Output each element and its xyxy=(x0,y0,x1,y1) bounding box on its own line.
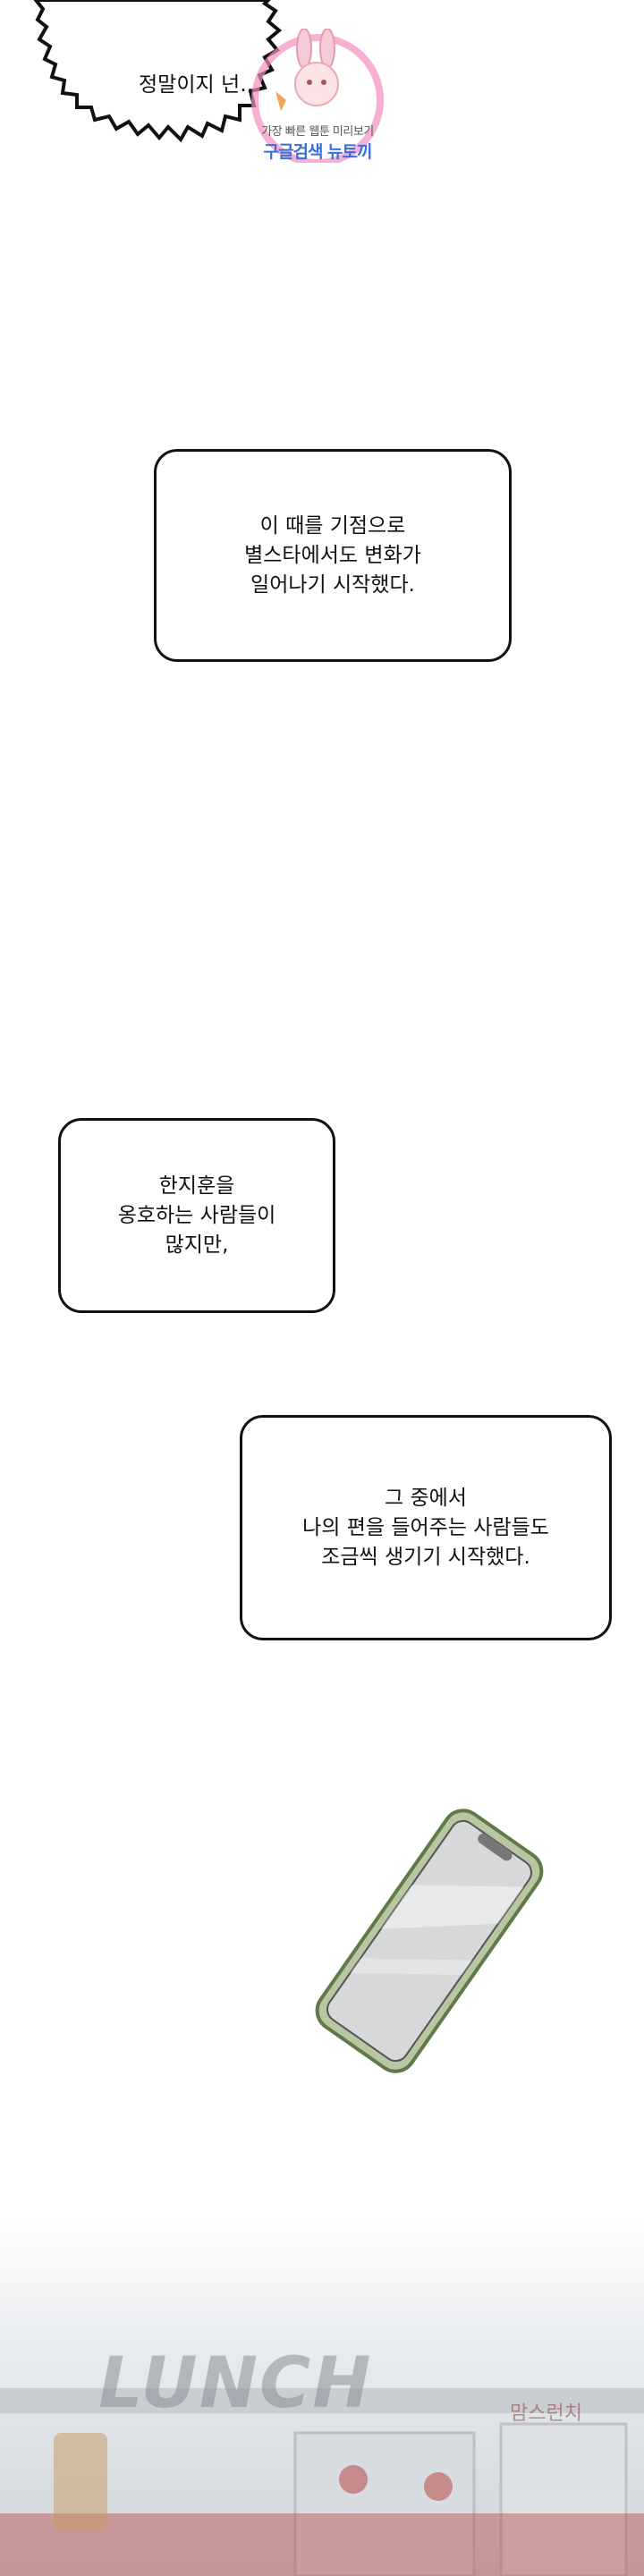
watermark-line2: 구글검색 뉴토끼 xyxy=(263,142,373,162)
mascot-icon xyxy=(251,28,384,166)
storefront-background xyxy=(0,2218,644,2576)
sign-lunch-text: LUNCH xyxy=(98,2343,373,2424)
burst-text: 정말이지 넌… xyxy=(139,73,261,97)
phone-icon xyxy=(315,1809,544,2073)
smartphone-illustration xyxy=(304,1780,555,2102)
speech-burst: 정말이지 넌… xyxy=(0,0,295,170)
narration-text-3: 그 중에서 나의 편을 들어주는 사람들도 조금씩 생기기 시작했다. xyxy=(302,1486,549,1569)
storefront-scene: LUNCH 맘스런치 xyxy=(0,2218,644,2576)
narration-box-1: 이 때를 기점으로 별스타에서도 변화가 일어나기 시작했다. xyxy=(154,449,512,662)
narration-text-1: 이 때를 기점으로 별스타에서도 변화가 일어나기 시작했다. xyxy=(244,513,421,597)
watermark: 가장 빠른 웹툰 미리보기 구글검색 뉴토끼 xyxy=(242,28,394,166)
narration-text-2: 한지훈을 옹호하는 사람들이 많지만, xyxy=(117,1174,276,1257)
narration-box-2: 한지훈을 옹호하는 사람들이 많지만, xyxy=(58,1118,335,1313)
watermark-line1: 가장 빠른 웹툰 미리보기 xyxy=(261,125,374,139)
narration-box-3: 그 중에서 나의 편을 들어주는 사람들도 조금씩 생기기 시작했다. xyxy=(240,1415,612,1640)
sign-korean-text: 맘스런치 xyxy=(510,2402,582,2425)
